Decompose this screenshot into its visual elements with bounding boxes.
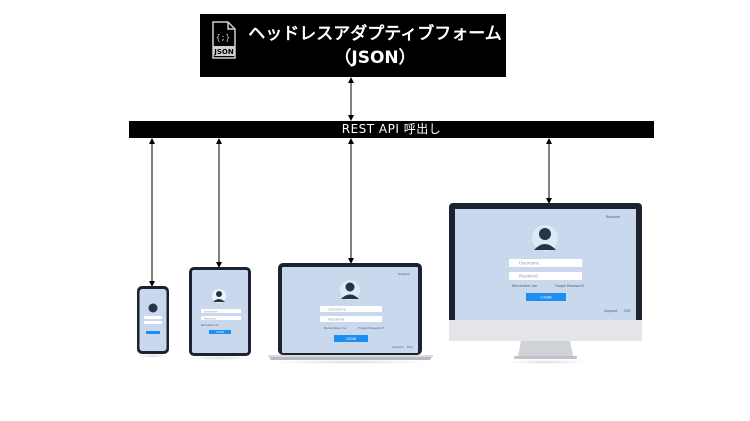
tablet-avatar xyxy=(213,299,225,302)
laptop-support: Support xyxy=(392,345,405,349)
laptop-forgot: Forgot Password? xyxy=(358,326,385,330)
phone-login-button xyxy=(146,331,160,334)
tablet-login-label: LOGIN xyxy=(216,331,224,334)
desktop-password: Password xyxy=(519,274,538,279)
laptop-register: Register xyxy=(398,272,411,276)
laptop-faq: FAQ xyxy=(407,345,413,349)
rest-api-label: REST API 呼出し xyxy=(341,122,442,136)
laptop-login-button xyxy=(334,335,368,342)
desktop-username: Username xyxy=(519,261,540,266)
desktop-faq: FAQ xyxy=(624,309,631,313)
rest-api-bar xyxy=(129,121,654,138)
tablet-remember: Remember me xyxy=(201,324,219,327)
desktop-forgot: Forgot Password? xyxy=(555,284,585,288)
desktop-login-button xyxy=(526,293,566,301)
tablet-username: Username xyxy=(204,309,218,313)
laptop-device: Register Username Password Remember me F… xyxy=(268,263,433,364)
desktop-avatar xyxy=(534,244,556,250)
tablet-login-button xyxy=(209,330,231,334)
json-icon-label: JSON xyxy=(213,48,234,56)
desktop-login-label: LOGIN xyxy=(540,296,552,300)
json-title-line2: （JSON） xyxy=(334,48,416,68)
desktop-register: Register xyxy=(606,215,621,219)
desktop-remember: Remember me xyxy=(512,284,537,288)
json-form-box xyxy=(200,14,506,77)
desktop-device: Register Username Password Remember me F… xyxy=(449,203,642,364)
laptop-avatar xyxy=(341,294,359,299)
tablet-device: Username Password Remember me LOGIN xyxy=(189,267,251,360)
desktop-support: Support xyxy=(604,309,618,313)
laptop-password: Password xyxy=(328,317,344,321)
tablet-password: Password xyxy=(204,316,216,320)
laptop-remember: Remember me xyxy=(324,326,346,330)
phone-avatar xyxy=(148,303,158,313)
laptop-username: Username xyxy=(328,307,346,311)
phone-device xyxy=(137,286,169,358)
json-icon-symbol: {;} xyxy=(216,33,230,42)
json-title-line1: ヘッドレスアダプティブフォーム xyxy=(248,24,502,44)
json-file-icon: {;} JSON xyxy=(210,20,238,60)
laptop-login-label: LOGIN xyxy=(346,337,357,341)
